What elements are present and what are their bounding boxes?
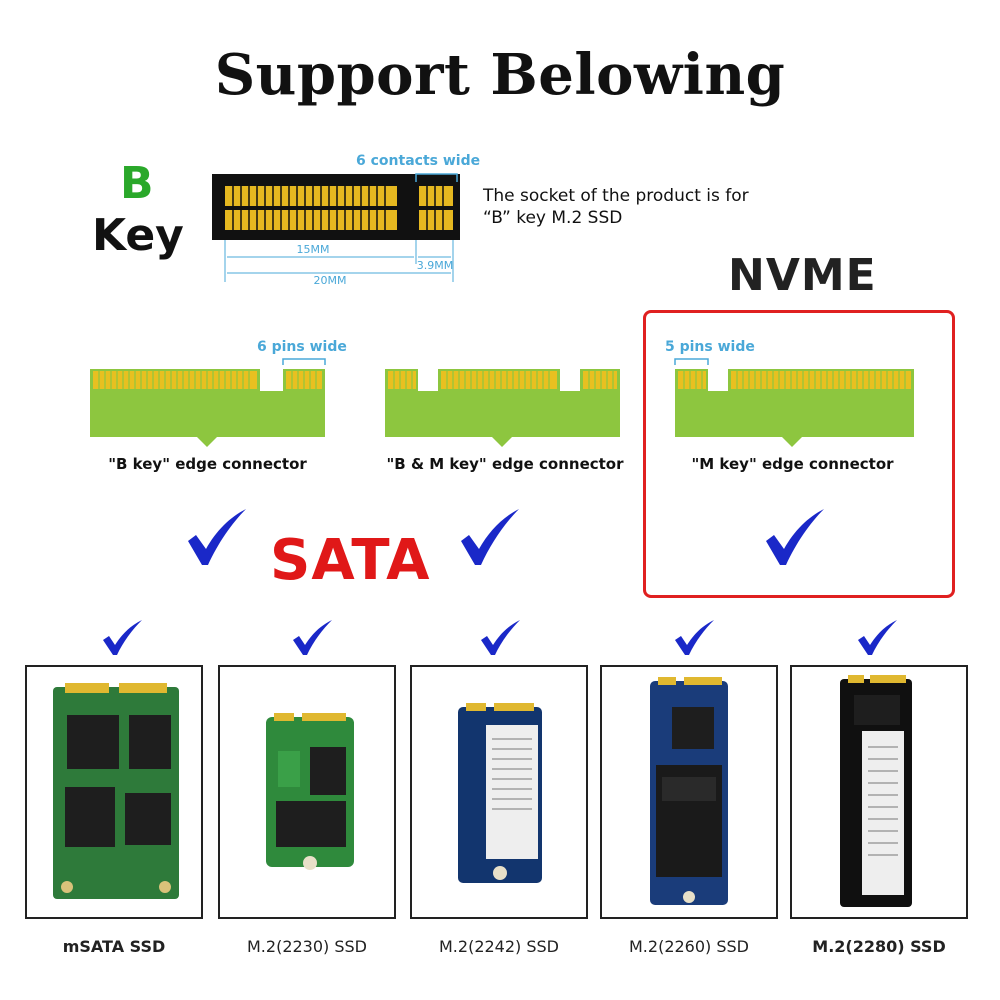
connector-m-pins-label: 5 pins wide [665, 339, 755, 355]
connector-bm-key [385, 369, 620, 447]
key-word: Key [92, 210, 184, 261]
m2-2242-ssd-image [458, 703, 542, 883]
socket-diagram: 15MM 3.9MM 20MM [212, 173, 460, 287]
msata-ssd-image [53, 683, 179, 899]
ssd-card-2242 [410, 665, 588, 919]
dim-15mm: 15MM [297, 243, 330, 256]
connector-m-key [674, 358, 914, 447]
nvme-label: NVME [728, 250, 877, 301]
m2-2280-ssd-image [840, 675, 912, 907]
connector-bm-label: "B & M key" edge connector [386, 455, 624, 473]
ssd-card-2280 [790, 665, 968, 919]
socket-description-line1: The socket of the product is for [483, 186, 749, 206]
m2-2260-ssd-image [650, 677, 728, 905]
socket-description-line2: “B” key M.2 SSD [483, 208, 623, 228]
socket-description: The socket of the product is for “B” key… [483, 185, 749, 229]
connector-b-label: "B key" edge connector [108, 455, 307, 473]
check-mark-icon [293, 620, 332, 655]
socket-contacts-right [419, 186, 453, 230]
connector-m-label: "M key" edge connector [691, 455, 894, 473]
ssd-label-2280: M.2(2280) SSD [812, 937, 946, 956]
ssd-card-2230 [218, 665, 396, 919]
check-mark-icon [188, 509, 246, 565]
check-mark-icon [858, 620, 897, 655]
connector-b-key [90, 358, 326, 447]
ssd-label-2242: M.2(2242) SSD [439, 937, 559, 956]
dim-3.9mm: 3.9MM [417, 259, 453, 272]
check-mark-icon [103, 620, 142, 655]
check-mark-icon [461, 509, 519, 565]
m2-2230-ssd-image [266, 713, 354, 870]
ssd-label-2260: M.2(2260) SSD [629, 937, 749, 956]
ssd-card-2260 [600, 665, 778, 919]
dim-20mm: 20MM [314, 274, 347, 287]
ssd-card-msata [25, 665, 203, 919]
socket-contacts-left [225, 186, 397, 230]
check-mark-icon [675, 620, 714, 655]
ssd-label-2230: M.2(2230) SSD [247, 937, 367, 956]
contacts-label: 6 contacts wide [356, 153, 481, 169]
key-letter: B [120, 158, 154, 209]
nvme-highlight-box [643, 310, 955, 598]
check-mark-icon [766, 509, 824, 565]
check-mark-icon [481, 620, 520, 655]
page-title: Support Belowing [214, 42, 786, 108]
connector-b-pins-label: 6 pins wide [257, 339, 347, 355]
ssd-label-msata: mSATA SSD [62, 937, 166, 956]
sata-label: SATA [270, 528, 431, 593]
